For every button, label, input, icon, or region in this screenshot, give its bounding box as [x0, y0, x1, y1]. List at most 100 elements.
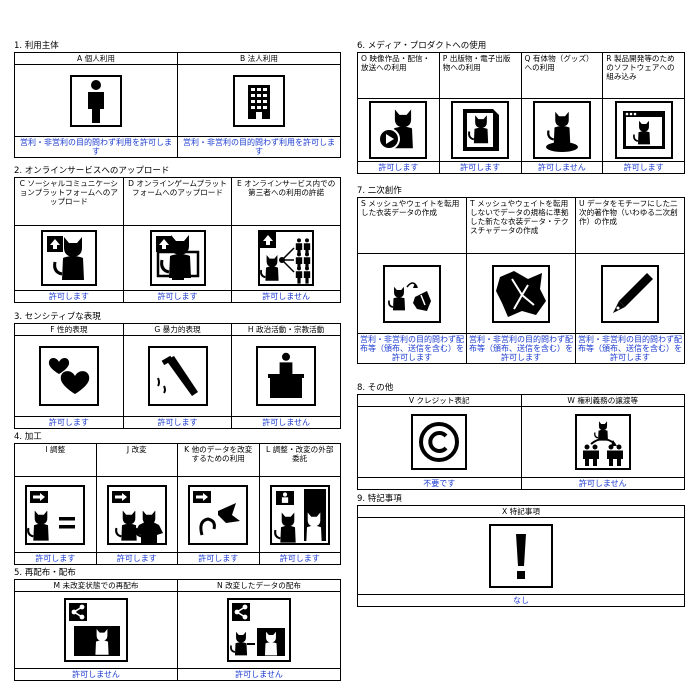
software-window-icon	[614, 101, 673, 159]
cell-header: S メッシュやウェイトを転用した衣装データの作成	[358, 198, 467, 254]
status-text: 許可しません	[232, 290, 340, 302]
cell-outsourcing: L 調整・改変の外部委託 許可します	[259, 444, 341, 564]
section-title: 6. メディア・プロダクトへの使用	[357, 41, 487, 51]
cell-software: R 製品開発等のためのソフトウェアへの組み込み 許可します	[603, 53, 685, 173]
section-title: 8. その他	[357, 383, 394, 393]
section-processing: 4. 加工 I 調整 許可します J 改変 許可します K 他のデータを改変する…	[14, 431, 341, 565]
section-title: 3. センシティブな表現	[14, 312, 101, 322]
cell-header: H 政治活動・宗教活動	[232, 324, 340, 336]
redistribute-icon	[64, 598, 128, 662]
cell-header: L 調整・改変の外部委託	[259, 444, 340, 477]
knife-icon	[147, 346, 208, 406]
cell-video-broadcast: O 映像作品・配信・放送への利用 許可します	[358, 53, 440, 173]
podium-speaker-icon	[256, 346, 317, 406]
fabric-icon	[492, 264, 550, 323]
figure-goods-icon	[532, 101, 591, 159]
cell-credit: V クレジット表記 不要です	[358, 395, 522, 489]
cell-header: M 未改変状態での再配布	[15, 580, 177, 592]
cell-header: V クレジット表記	[358, 395, 521, 407]
section-title: 5. 再配布・配布	[14, 568, 76, 578]
section-title: 2. オンラインサービスへのアップロード	[14, 166, 170, 176]
section-online-upload: 2. オンラインサービスへのアップロード C ソーシャルコミュニケーションプラッ…	[14, 165, 341, 303]
transfer-people-icon	[574, 414, 631, 470]
exclamation-icon	[489, 524, 553, 588]
status-text: 許可します	[15, 416, 123, 428]
status-text: 許可しません	[232, 416, 340, 428]
status-text: 許可しません	[178, 668, 340, 680]
cell-header: P 出版物・電子出版物への利用	[439, 53, 521, 99]
status-text: 営利・非営利の目的問わず配布等（頒布、送信を含む）を許可します	[467, 333, 575, 362]
cell-header: Q 有体物（グッズ）への利用	[521, 53, 603, 99]
cell-header: I 調整	[15, 444, 96, 477]
section-other: 8. その他 V クレジット表記 不要です W 権利義務の譲渡等 許可しません	[357, 382, 685, 490]
cell-third-party-license: E オンラインサービス内での第三者への利用の許諾 許可しません	[232, 178, 341, 302]
cell-header: G 暴力的表現	[123, 324, 232, 336]
cell-unmodified-redistribution: M 未改変状態での再配布 許可しません	[15, 580, 178, 680]
cell-adjust: I 調整 許可します	[15, 444, 97, 564]
status-text: 許可します	[96, 552, 177, 564]
building-icon	[233, 74, 285, 127]
status-text: 営利・非営利の目的問わず利用を許可します	[178, 136, 340, 157]
cell-header: C ソーシャルコミュニケーションプラットフォームへのアップロード	[15, 178, 123, 226]
cell-modify-other-data: K 他のデータを改変するための利用 許可します	[178, 444, 260, 564]
person-icon	[70, 74, 122, 127]
cell-goods: Q 有体物（グッズ）への利用 許可しません	[521, 53, 604, 173]
cell-header: F 性的表現	[15, 324, 123, 336]
cell-header: R 製品開発等のためのソフトウェアへの組み込み	[603, 53, 684, 99]
cell-modify: J 改変 許可します	[96, 444, 178, 564]
cell-mesh-costume: S メッシュやウェイトを転用した衣装データの作成 営利・非営利の目的問わず配布等…	[358, 198, 468, 363]
status-text: 営利・非営利の目的問わず配布等（頒布、送信を含む）を許可します	[358, 333, 467, 363]
status-text: 営利・非営利の目的問わず配布等（頒布、送信を含む）を許可します	[576, 333, 684, 362]
cell-header: B 法人利用	[178, 53, 340, 65]
heart-icon	[38, 346, 99, 406]
status-text: 許可します	[15, 290, 123, 302]
section-redistribution: 5. 再配布・配布 M 未改変状態での再配布 許可しません N 改変したデータの…	[14, 567, 341, 681]
section-title: 7. 二次創作	[357, 186, 402, 196]
modify-other-icon	[188, 484, 249, 545]
cell-personal-use: A 個人利用 営利・非営利の目的問わず利用を許可します	[15, 53, 178, 157]
upload-avatar-icon	[40, 230, 97, 286]
status-text: 営利・非営利の目的問わず利用を許可します	[15, 136, 177, 157]
cell-header: W 権利義務の譲渡等	[521, 395, 684, 407]
status-text: 許可します	[15, 552, 96, 564]
cell-game-upload: D オンラインゲームプラットフォームへのアップロード 許可します	[123, 178, 233, 302]
status-text: 許可します	[178, 552, 259, 564]
status-text: 許可しません	[15, 668, 177, 680]
cell-corporate-use: B 法人利用 営利・非営利の目的問わず利用を許可します	[178, 53, 341, 157]
section-sensitive: 3. センシティブな表現 F 性的表現 許可します G 暴力的表現 許可します …	[14, 311, 341, 429]
section-title: 9. 特記事項	[357, 494, 402, 504]
modify-avatar-icon	[106, 484, 167, 545]
copyright-icon	[411, 414, 468, 470]
cell-header: T メッシュやウェイトを転用しないでデータの規格に準拠した新たな衣装データ・テク…	[467, 198, 575, 254]
status-text: なし	[358, 594, 684, 606]
status-text: 許可しません	[521, 161, 603, 173]
cell-header: J 改変	[96, 444, 177, 477]
cell-header: E オンラインサービス内での第三者への利用の許諾	[232, 178, 340, 226]
cell-header: N 改変したデータの配布	[178, 580, 340, 592]
game-monitor-icon	[149, 230, 206, 286]
video-play-icon	[369, 101, 428, 159]
status-text: 不要です	[358, 477, 521, 489]
cell-header: K 他のデータを改変するための利用	[178, 444, 259, 477]
cell-political-religious: H 政治活動・宗教活動 許可しません	[232, 324, 341, 428]
section-special-notes: 9. 特記事項 X 特記事項 なし	[357, 493, 685, 607]
outsource-icon	[269, 484, 330, 545]
status-text: 許可しません	[521, 477, 684, 489]
section-title: 4. 加工	[14, 432, 42, 442]
share-people-icon	[258, 230, 315, 286]
distribute-modified-icon	[227, 598, 291, 662]
cell-modified-distribution: N 改変したデータの配布 許可しません	[178, 580, 341, 680]
adjust-equal-icon	[25, 484, 86, 545]
section-media-product: 6. メディア・プロダクトへの使用 O 映像作品・配信・放送への利用 許可します…	[357, 40, 685, 174]
status-text: 許可します	[358, 161, 439, 173]
cell-header: X 特記事項	[358, 506, 684, 518]
cell-publication: P 出版物・電子出版物への利用 許可します	[439, 53, 522, 173]
section-derivative: 7. 二次創作 S メッシュやウェイトを転用した衣装データの作成 営利・非営利の…	[357, 185, 685, 364]
cell-fan-work: U データをモチーフにした二次的著作物（いわゆる二次創作）の作成 営利・非営利の…	[576, 198, 685, 363]
status-text: 許可します	[123, 290, 232, 302]
cell-new-costume-texture: T メッシュやウェイトを転用しないでデータの規格に準拠した新たな衣装データ・テク…	[467, 198, 576, 363]
pen-nib-icon	[600, 264, 659, 323]
status-text: 許可します	[603, 161, 684, 173]
cell-rights-transfer: W 権利義務の譲渡等 許可しません	[521, 395, 685, 489]
section-title: 1. 利用主体	[14, 41, 59, 51]
